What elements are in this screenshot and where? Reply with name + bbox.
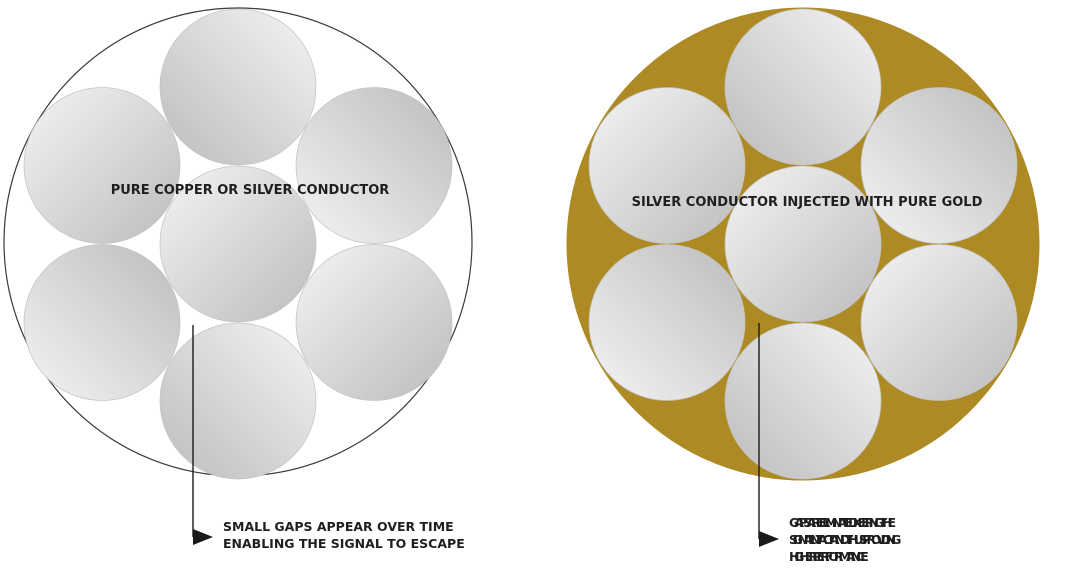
gold-gap-annotation: GAPS ARE ELIMINATED KEEPING THE SIGNAL I…	[789, 515, 901, 564]
strand-lower-left	[588, 244, 746, 401]
strand-bottom	[159, 322, 317, 480]
strand-center	[724, 165, 882, 323]
standard-gap-pointer	[192, 325, 213, 545]
strand-upper-left	[23, 87, 181, 244]
strand-lower-right	[860, 244, 1018, 401]
strand-upper-left	[588, 87, 746, 244]
strand-bottom	[724, 322, 882, 480]
standard-conductor-strands	[23, 8, 453, 480]
standard-conductor-diagram: PURE COPPER OR SILVER CONDUCTOR SMALL GA…	[3, 7, 473, 551]
strand-lower-right	[295, 244, 453, 401]
strand-top	[159, 8, 317, 166]
strand-upper-right	[295, 87, 453, 244]
standard-conductor-label: PURE COPPER OR SILVER CONDUCTOR	[111, 183, 390, 198]
gold-gap-pointer	[758, 323, 779, 547]
standard-gap-annotation: SMALL GAPS APPEAR OVER TIME ENABLING THE…	[223, 519, 465, 551]
gold-injected-conductor-strands	[588, 8, 1018, 480]
strand-top	[724, 8, 882, 166]
strand-upper-right	[860, 87, 1018, 244]
gold-injected-conductor-label: SILVER CONDUCTOR INJECTED WITH PURE GOLD	[632, 195, 983, 210]
strand-lower-left	[23, 244, 181, 401]
gold-injected-conductor-diagram: SILVER CONDUCTOR INJECTED WITH PURE GOLD…	[566, 7, 1040, 564]
strand-center	[159, 165, 317, 323]
